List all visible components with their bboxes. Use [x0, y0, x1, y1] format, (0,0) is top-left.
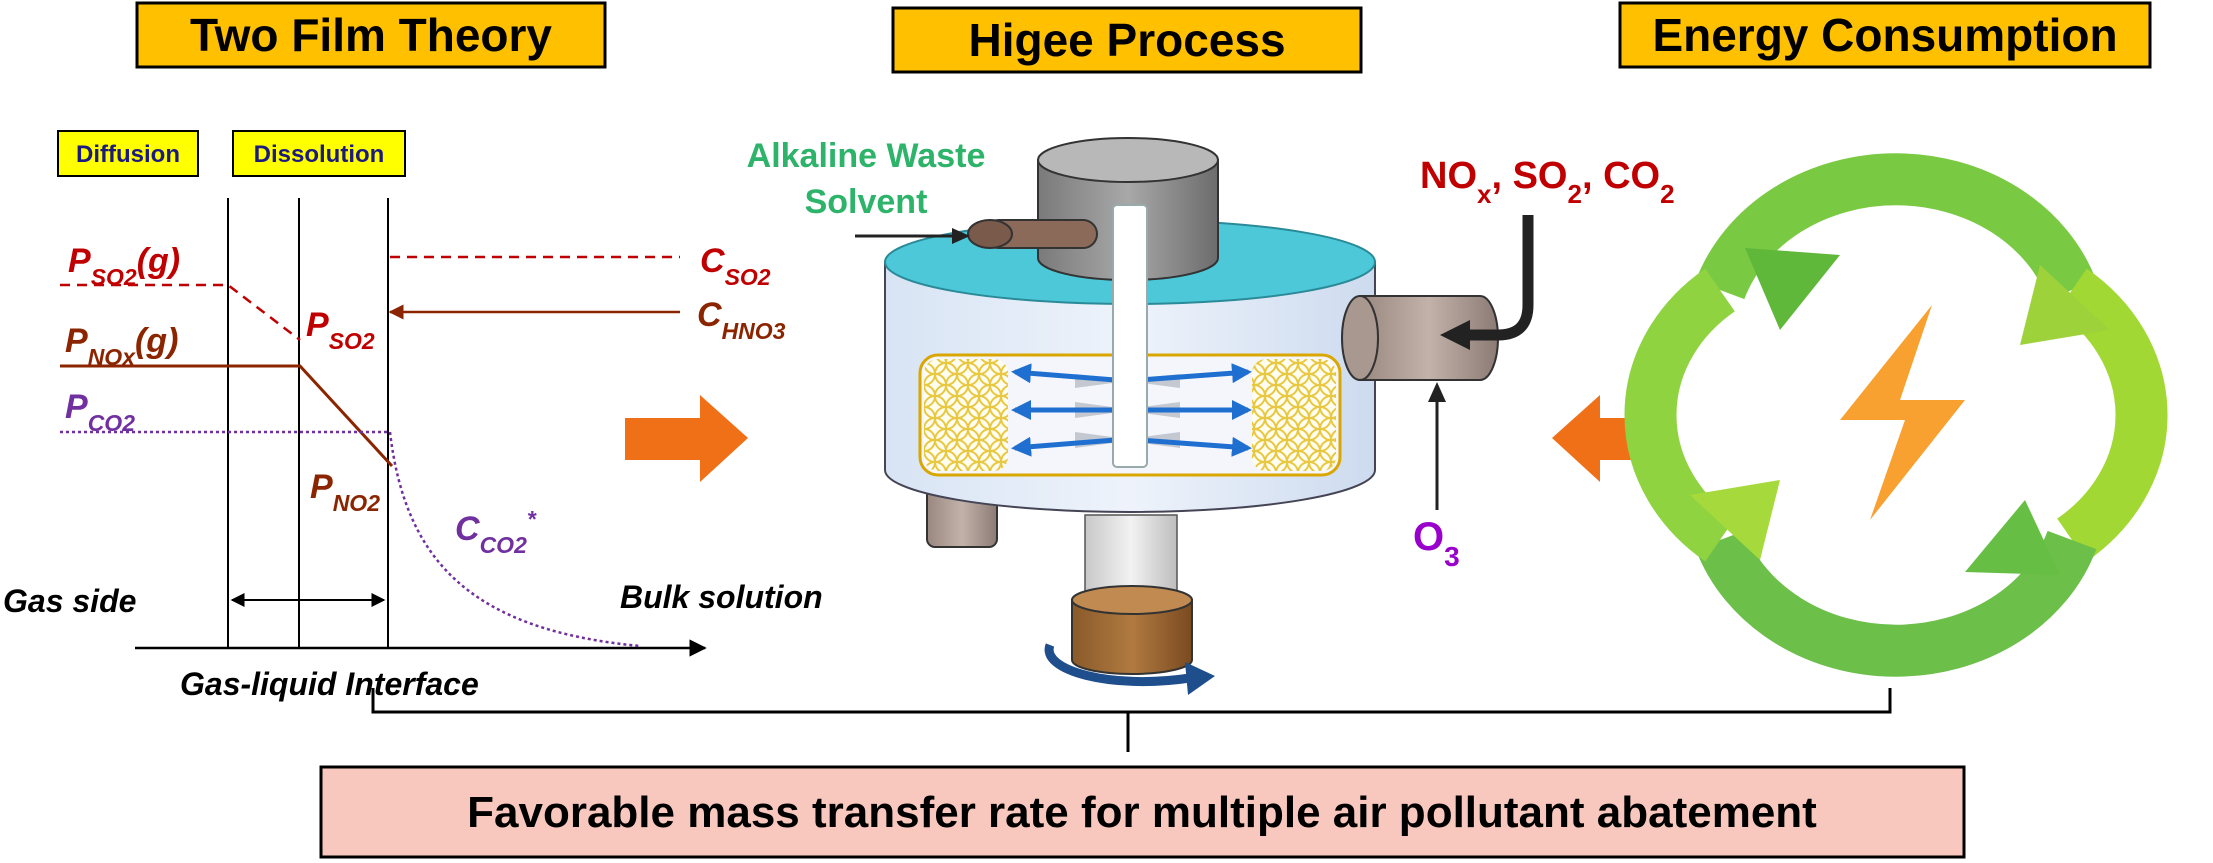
gas-inlet-face	[1341, 295, 1379, 381]
diffusion-label: Diffusion	[76, 141, 180, 168]
co2-liquid-profile	[388, 431, 641, 648]
energy-cycle-icon	[1624, 153, 2168, 677]
o3-inlet-arrowhead-icon	[1428, 382, 1446, 402]
header-two-film-text: Two Film Theory	[190, 9, 552, 61]
header-energy-consumption: Energy Consumption	[1618, 1, 2152, 69]
pollutant-inlet-arrowhead-icon	[1440, 320, 1470, 350]
summary-box	[319, 765, 1966, 859]
arrow-left-icon	[1552, 395, 1675, 482]
rotation-arrow	[1044, 643, 1191, 687]
dissolution-label: Dissolution	[254, 141, 385, 168]
solvent-label-line2: Solvent	[805, 183, 928, 221]
lightning-bolt-icon	[1840, 305, 1965, 520]
bulk-solution-label: Bulk solution	[620, 579, 823, 615]
gas-inlet-pipe	[1359, 295, 1499, 381]
c-co2-star-label: CCO2*	[455, 506, 537, 558]
diffusion-box	[57, 130, 199, 177]
p-so2-label: PSO2	[306, 306, 375, 354]
so2-gas-profile	[60, 283, 301, 341]
flow-arrows	[1011, 363, 1252, 457]
p-so2-g-label: PSO2(g)	[68, 242, 180, 290]
higee-reactor	[855, 137, 1534, 695]
header-two-film-theory: Two Film Theory	[135, 1, 607, 69]
dissolution-box	[232, 130, 406, 177]
summary-brace	[371, 688, 1892, 752]
solvent-inlet-end	[967, 219, 1013, 249]
rotation-arrowhead-icon	[1185, 662, 1215, 695]
header-higee-text: Higee Process	[968, 14, 1285, 66]
header-energy-text: Energy Consumption	[1652, 9, 2117, 61]
solvent-label-line1: Alkaline Waste	[747, 137, 986, 175]
motor-top	[1037, 137, 1219, 183]
gas-side-label: Gas side	[3, 583, 136, 619]
central-shaft	[1112, 204, 1148, 468]
p-co2-label: PCO2	[65, 388, 135, 436]
header-higee-process: Higee Process	[891, 6, 1363, 74]
p-no2-label: PNO2	[310, 468, 380, 516]
c-so2-label: CSO2	[700, 242, 771, 290]
o3-label: O3	[1413, 515, 1460, 572]
pollutant-inlet-line	[1470, 215, 1534, 341]
packing-mesh-right	[1252, 359, 1336, 471]
summary-text: Favorable mass transfer rate for multipl…	[467, 788, 1817, 837]
solvent-arrowhead-icon	[952, 228, 970, 244]
two-film-diagram: Diffusion Dissolution PSO2(g) PNOx(g) PC…	[3, 130, 823, 702]
p-nox-g-label: PNOx(g)	[65, 322, 178, 370]
interface-label: Gas-liquid Interface	[180, 666, 479, 702]
packing-mesh-left	[924, 359, 1008, 471]
c-hno3-label: CHNO3	[697, 296, 786, 344]
rotor-base-top	[1071, 585, 1193, 615]
arrow-right-icon	[625, 395, 748, 482]
pollutants-label: NOx, SO2, CO2	[1420, 155, 1675, 209]
